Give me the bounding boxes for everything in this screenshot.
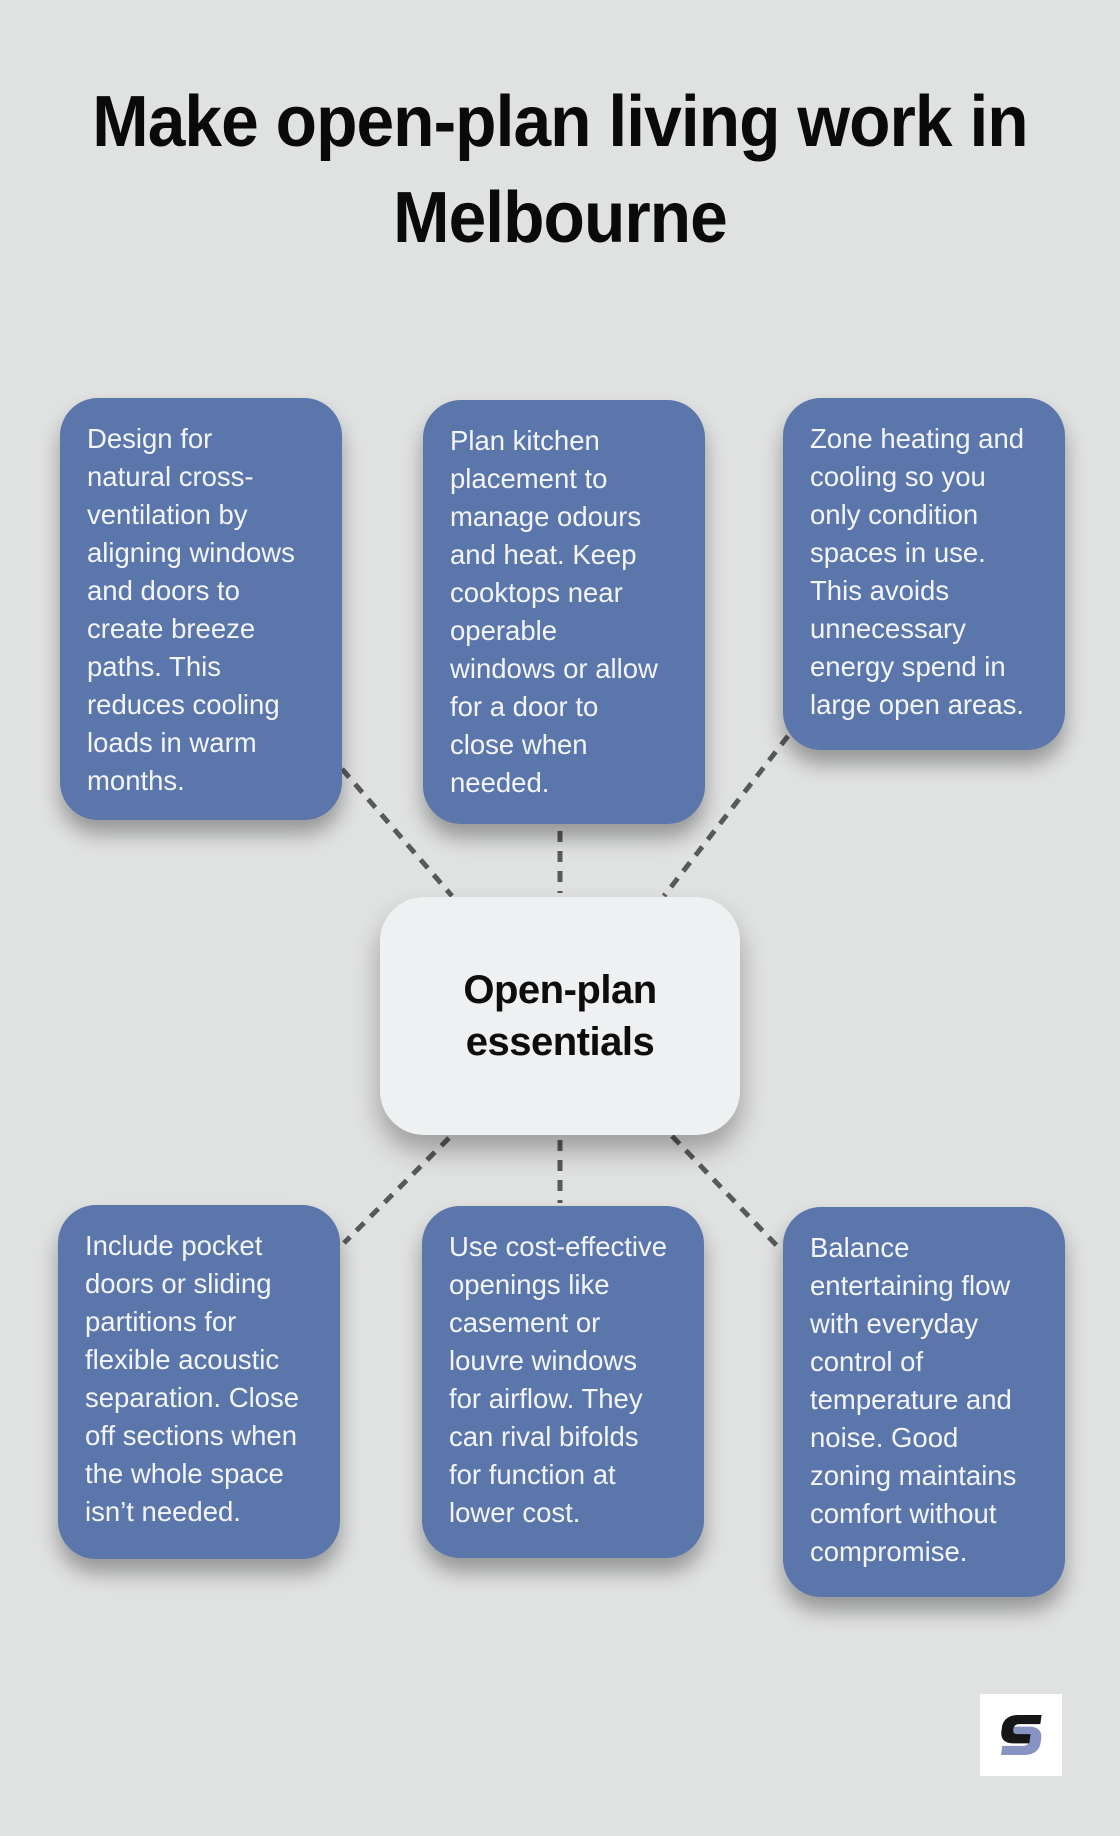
center-topic-node: Open-plan essentials	[380, 897, 740, 1135]
connector-top-left	[340, 767, 454, 898]
tip-text: Balance entertaining flow with everyday …	[810, 1232, 1017, 1567]
page-title: Make open-plan living work in Melbourne	[92, 82, 1028, 258]
tip-text: Use cost-effective openings like casemen…	[449, 1231, 668, 1528]
tip-text: Design for natural cross- ventilation by…	[87, 423, 295, 796]
tip-text: Zone heating and cooling so you only con…	[810, 423, 1025, 720]
tip-node-balance-comfort: Balance entertaining flow with everyday …	[783, 1207, 1065, 1597]
tip-node-cross-ventilation: Design for natural cross- ventilation by…	[60, 398, 342, 820]
connector-bottom-left	[342, 1136, 451, 1245]
tip-node-kitchen-placement: Plan kitchen placement to manage odours …	[423, 400, 705, 824]
logo-mark-icon	[1000, 1715, 1042, 1755]
connector-top-right	[662, 734, 790, 898]
tip-node-cost-effective-openings: Use cost-effective openings like casemen…	[422, 1206, 704, 1558]
tip-node-zoned-heating-cooling: Zone heating and cooling so you only con…	[783, 398, 1065, 750]
tip-text: Include pocket doors or sliding partitio…	[85, 1230, 300, 1527]
brand-logo	[980, 1694, 1062, 1776]
connector-bottom-right	[670, 1134, 783, 1252]
tip-node-pocket-doors: Include pocket doors or sliding partitio…	[58, 1205, 340, 1559]
center-topic-label: Open-plan essentials	[463, 968, 657, 1064]
tip-text: Plan kitchen placement to manage odours …	[450, 425, 658, 798]
